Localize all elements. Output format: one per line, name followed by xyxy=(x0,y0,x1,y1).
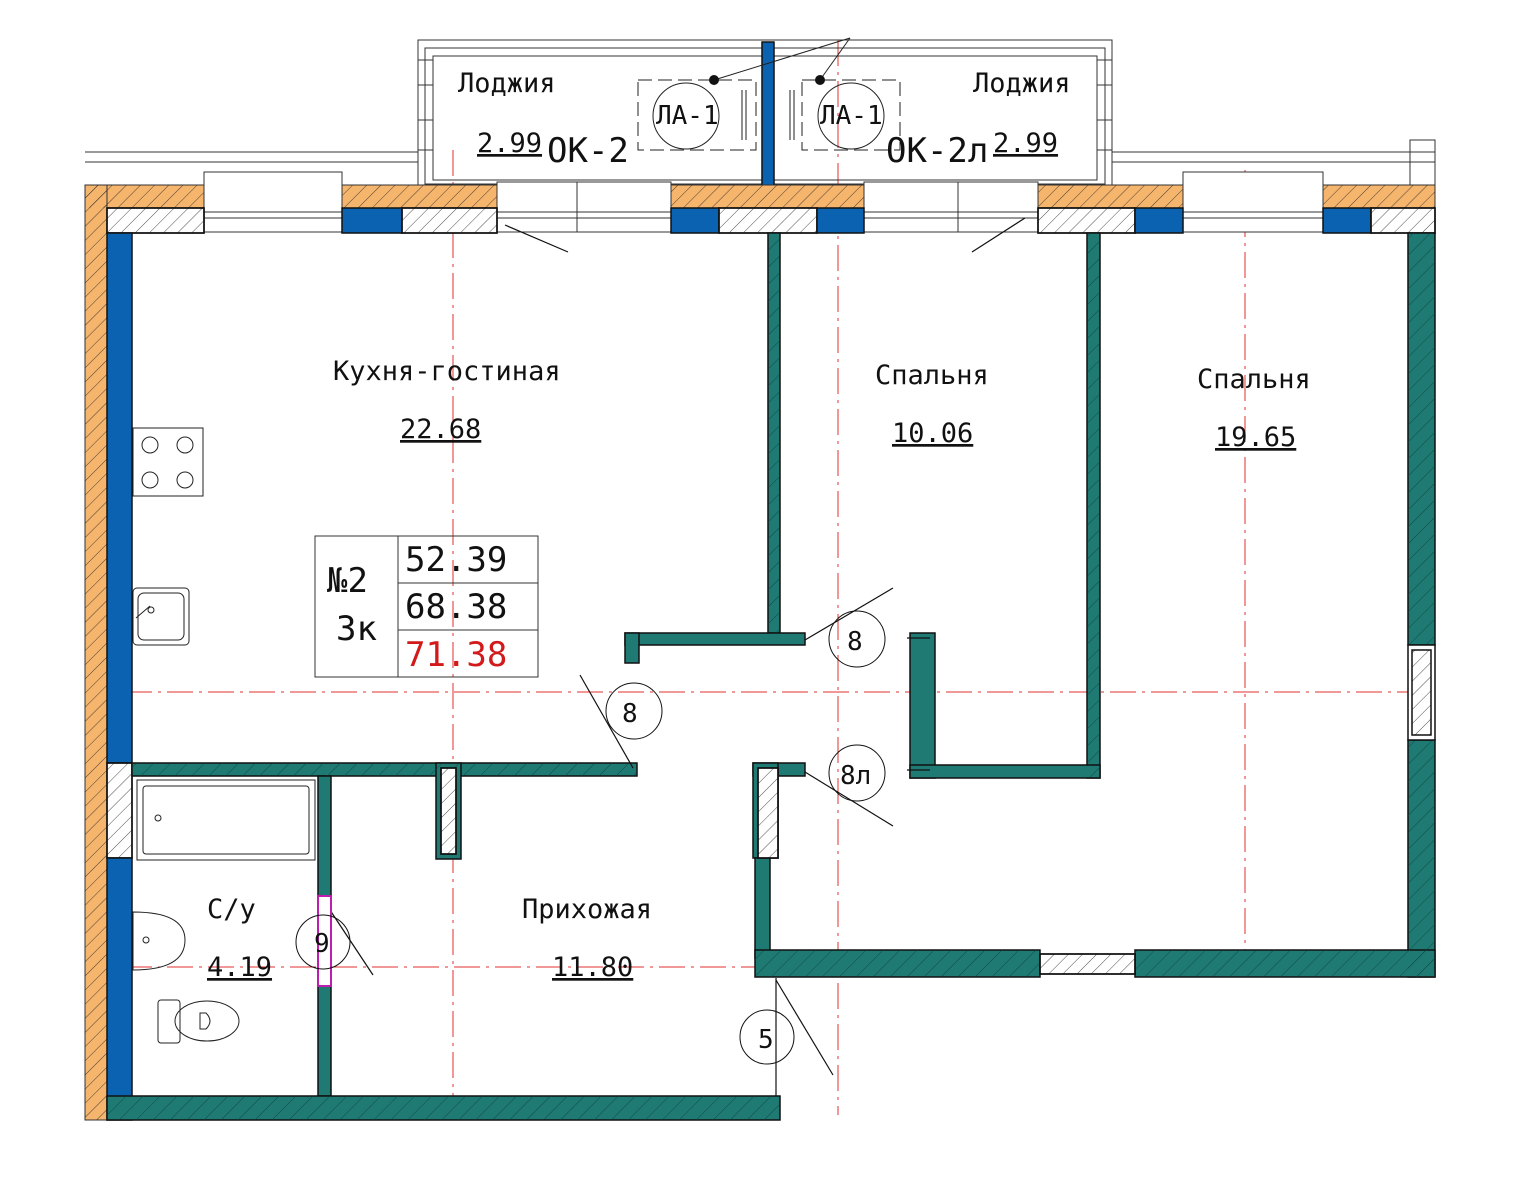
bedroom2-area: 19.65 xyxy=(1215,422,1296,453)
loggia-divider xyxy=(761,41,775,189)
living-area: 52.39 xyxy=(405,540,507,580)
washbasin-icon xyxy=(132,911,186,971)
loggia-left-device: ЛА-1 xyxy=(656,101,719,131)
total-area: 68.38 xyxy=(405,587,507,627)
hallway-name: Прихожая xyxy=(522,894,652,925)
window-sill-lines xyxy=(204,182,1323,232)
stove-icon xyxy=(132,427,204,497)
loggia-outline xyxy=(85,39,1436,189)
toilet-icon xyxy=(157,999,240,1044)
ac-unit-right-dot xyxy=(815,75,825,85)
loggia-right-area: 2.99 xyxy=(993,128,1058,159)
door-tag-bedroom2: 8л xyxy=(840,761,871,791)
ac-unit-left xyxy=(637,37,851,151)
hallway-area: 11.80 xyxy=(552,952,633,983)
area-with-loggia: 71.38 xyxy=(405,635,507,675)
bathroom-door-leaf xyxy=(317,895,332,987)
loggia-right-name: Лоджия xyxy=(973,68,1071,99)
loggia-left-name: Лоджия xyxy=(458,68,556,99)
loggia-right-window: ОК-2л xyxy=(886,131,988,171)
bathtub-icon xyxy=(136,779,316,861)
exterior-wall-left xyxy=(106,232,133,1121)
door-tag-kitchen: 8 xyxy=(622,699,638,729)
bathroom-name: С/у xyxy=(207,894,256,925)
kitchen-area: 22.68 xyxy=(400,414,481,445)
apartment-rooms: 3к xyxy=(336,609,377,649)
loggia-left-window: ОК-2 xyxy=(547,131,629,171)
infill-blocks xyxy=(440,644,1436,975)
ac-unit-left-dot xyxy=(709,75,719,85)
door-tag-bedroom1: 8 xyxy=(847,627,863,657)
bedroom1-area: 10.06 xyxy=(892,418,973,449)
window-frames xyxy=(203,171,1324,233)
sink-icon xyxy=(132,587,190,646)
kitchen-name: Кухня-гостиная xyxy=(333,356,561,387)
insulation-hatch xyxy=(85,185,1435,1120)
door-tags xyxy=(295,610,886,1065)
bathroom-area: 4.19 xyxy=(207,952,272,983)
door-tag-bathroom: 9 xyxy=(314,929,330,959)
bedroom1-name: Спальня xyxy=(875,360,989,391)
loggia-right-device: ЛА-1 xyxy=(820,101,883,131)
ac-unit-right xyxy=(789,37,901,151)
insulation xyxy=(84,184,1436,1121)
exterior-wall-top xyxy=(106,207,1436,234)
loggia-left-area: 2.99 xyxy=(477,128,542,159)
apartment-number: №2 xyxy=(327,561,368,601)
bedroom2-name: Спальня xyxy=(1197,364,1311,395)
wall-hatching xyxy=(107,233,1435,1120)
apartment-stamp xyxy=(314,535,539,678)
door-tag-entrance: 5 xyxy=(758,1025,774,1055)
